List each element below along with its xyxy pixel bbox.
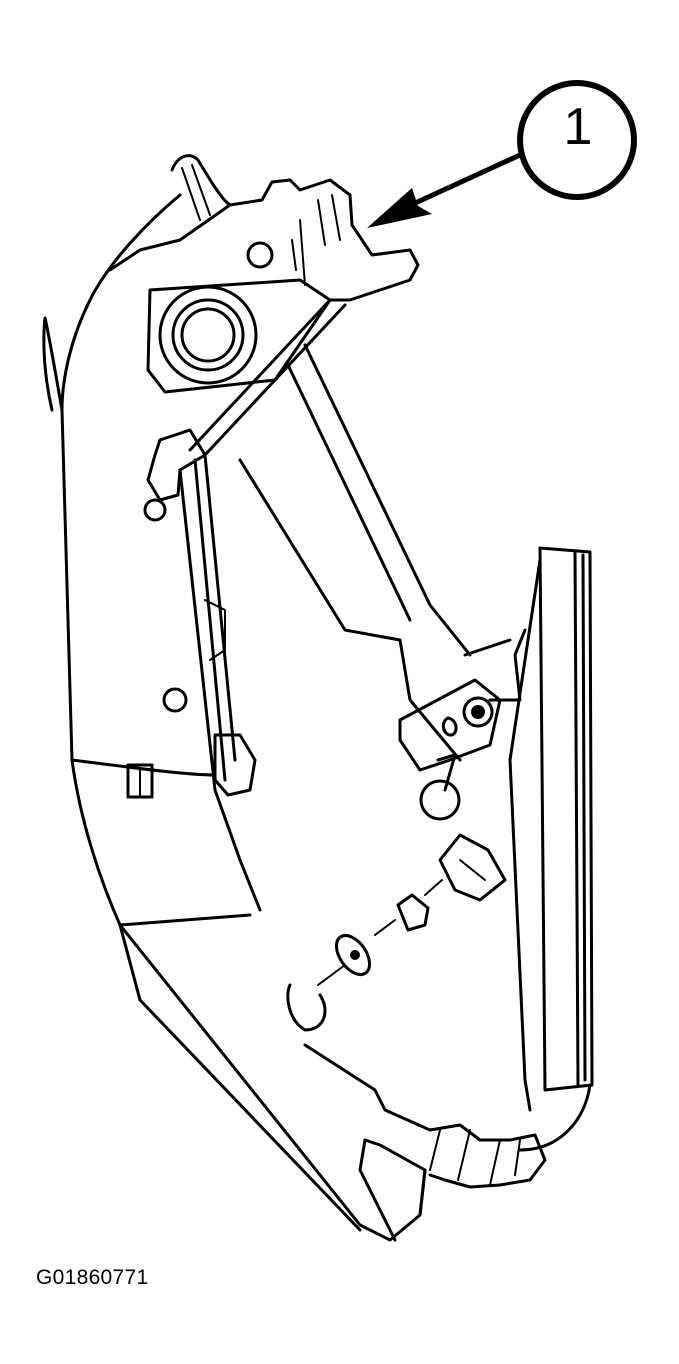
strut <box>188 298 472 762</box>
figure-id-label: G01860771 <box>36 1266 149 1289</box>
side-channel <box>126 428 262 912</box>
round-boss <box>146 278 332 394</box>
pivot-arm <box>398 678 502 772</box>
bracket-tab <box>108 154 420 302</box>
harness-connector <box>303 1043 547 1242</box>
fasteners <box>286 753 507 1032</box>
side-panel <box>463 546 594 1152</box>
callout-1 <box>367 80 637 228</box>
callout-number: 1 <box>563 98 593 156</box>
housing-shell <box>42 193 427 1242</box>
